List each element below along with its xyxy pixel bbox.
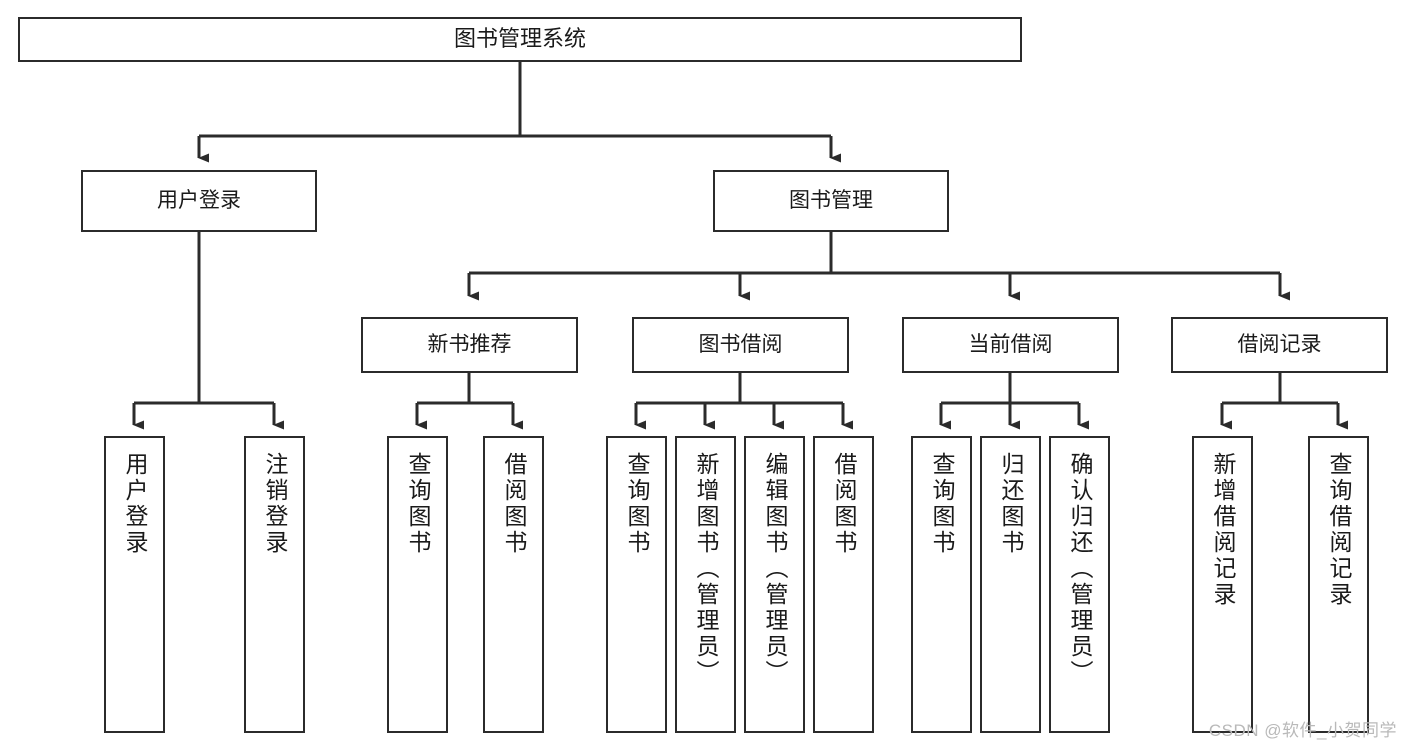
node-label: 图书管理 [789,189,873,213]
node-label: 确认归还（管理员） [1067,452,1093,686]
leaf-current-borrow-confirm-return[interactable]: 确认归还（管理员） [1049,436,1110,733]
leaf-current-borrow-return[interactable]: 归还图书 [980,436,1041,733]
leaf-book-borrow-edit[interactable]: 编辑图书（管理员） [744,436,805,733]
node-label: 用户登录 [122,452,148,556]
csdn-watermark: CSDN @软件_小贺同学 [1208,721,1397,740]
leaf-new-book-query[interactable]: 查询图书 [387,436,448,733]
leaf-book-borrow-add[interactable]: 新增图书（管理员） [675,436,736,733]
node-label: 借阅记录 [1237,333,1322,357]
node-user-login[interactable]: 用户登录 [81,170,317,232]
node-label: 借阅图书 [831,452,857,556]
leaf-user-login-login[interactable]: 用户登录 [104,436,165,733]
node-label: 归还图书 [998,452,1024,556]
node-current-borrow[interactable]: 当前借阅 [902,317,1119,373]
node-label: 当前借阅 [968,333,1053,357]
leaf-borrow-record-query[interactable]: 查询借阅记录 [1308,436,1369,733]
node-new-book-recommend[interactable]: 新书推荐 [361,317,578,373]
node-label: 新增借阅记录 [1210,452,1236,608]
node-label: 查询图书 [624,452,650,556]
node-label: 注销登录 [262,452,288,556]
leaf-new-book-borrow[interactable]: 借阅图书 [483,436,544,733]
node-book-management[interactable]: 图书管理 [713,170,949,232]
node-label: 查询借阅记录 [1326,452,1352,608]
leaf-borrow-record-add[interactable]: 新增借阅记录 [1192,436,1253,733]
leaf-book-borrow-borrow[interactable]: 借阅图书 [813,436,874,733]
node-borrow-record[interactable]: 借阅记录 [1171,317,1388,373]
node-root-book-management-system[interactable]: 图书管理系统 [18,17,1022,62]
node-label: 编辑图书（管理员） [762,452,788,686]
leaf-user-login-logout[interactable]: 注销登录 [244,436,305,733]
node-label: 借阅图书 [501,452,527,556]
node-label: 图书借阅 [698,333,783,357]
node-label: 新增图书（管理员） [693,452,719,686]
node-label: 查询图书 [405,452,431,556]
node-label: 图书管理系统 [453,26,586,52]
leaf-book-borrow-query[interactable]: 查询图书 [606,436,667,733]
node-label: 新书推荐 [427,333,512,357]
leaf-current-borrow-query[interactable]: 查询图书 [911,436,972,733]
node-label: 查询图书 [929,452,955,556]
node-book-borrow[interactable]: 图书借阅 [632,317,849,373]
node-label: 用户登录 [157,189,241,213]
